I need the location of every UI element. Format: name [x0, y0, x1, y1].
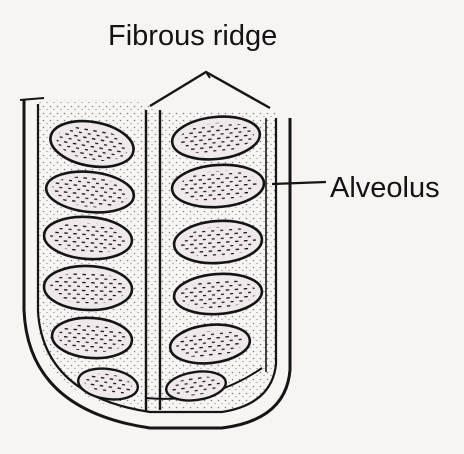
- alveolus-label: Alveolus: [330, 174, 440, 203]
- alveolus-pointer: [272, 182, 326, 184]
- fibrous-ridge-label: Fibrous ridge: [108, 22, 277, 51]
- left-wall-top: [20, 98, 44, 100]
